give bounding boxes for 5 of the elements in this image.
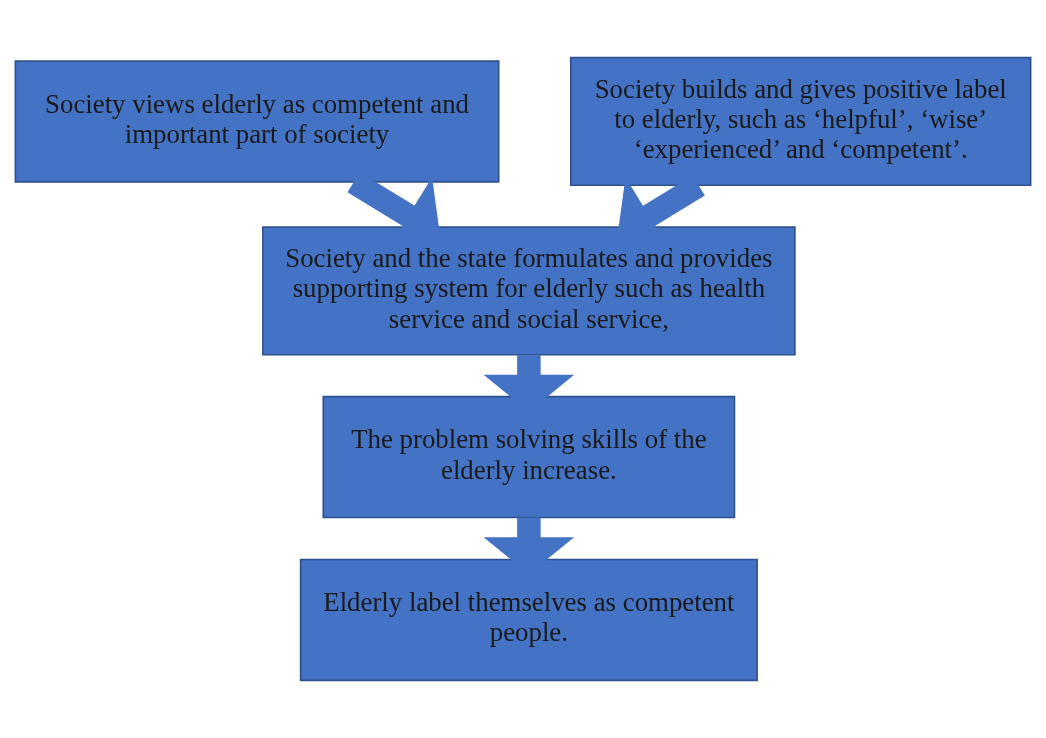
node-box: Society views elderly as competent and important part of society [14,60,500,183]
node-box: The problem solving skills of the elderly increase. [322,395,736,519]
node-box: Society and the state formulates and provides supporting system for elderly such as health service and social service, [262,226,796,356]
node-box: Elderly label themselves as competent people. [299,558,758,682]
node-box: Society builds and gives positive label to elderly, such as ‘helpful’, ‘wise’ ‘experienced’ and ‘competent’. [570,56,1032,187]
